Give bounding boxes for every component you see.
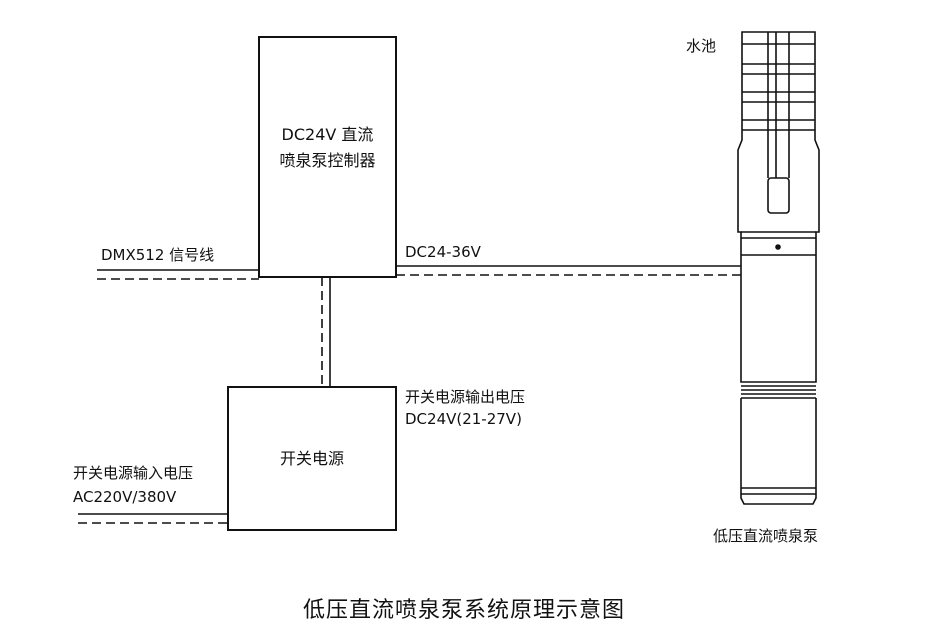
ac-input-cable xyxy=(78,513,228,524)
power-supply-box xyxy=(227,386,397,531)
pump-illustration xyxy=(737,31,820,505)
psu-input-line1: 开关电源输入电压 xyxy=(73,464,194,482)
signal-cable xyxy=(97,269,259,280)
psu-output-line1: 开关电源输出电压 xyxy=(405,388,526,406)
controller-box xyxy=(258,36,397,278)
diagram-caption: 低压直流喷泉泵系统原理示意图 xyxy=(302,598,625,623)
output-line-label: DC24-36V xyxy=(405,243,481,261)
power-supply-label: 开关电源 xyxy=(279,449,344,468)
controller-label-line2: 喷泉泵控制器 xyxy=(279,151,376,170)
pump-label: 低压直流喷泉泵 xyxy=(713,527,819,545)
psu-input-label: 开关电源输入电压 AC220V/380V xyxy=(73,461,193,509)
pool-label: 水池 xyxy=(686,37,717,55)
psu-output-label: 开关电源输出电压 DC24V(21-27V) xyxy=(405,386,525,430)
controller-label-line1: DC24V 直流 xyxy=(281,125,374,144)
signal-line-label: DMX512 信号线 xyxy=(101,246,215,264)
dc-cable xyxy=(321,277,331,387)
psu-input-line2: AC220V/380V xyxy=(73,488,177,506)
pump-cable xyxy=(396,265,741,276)
psu-output-line2: DC24V(21-27V) xyxy=(405,410,522,428)
controller-label: DC24V 直流 喷泉泵控制器 xyxy=(259,122,396,174)
